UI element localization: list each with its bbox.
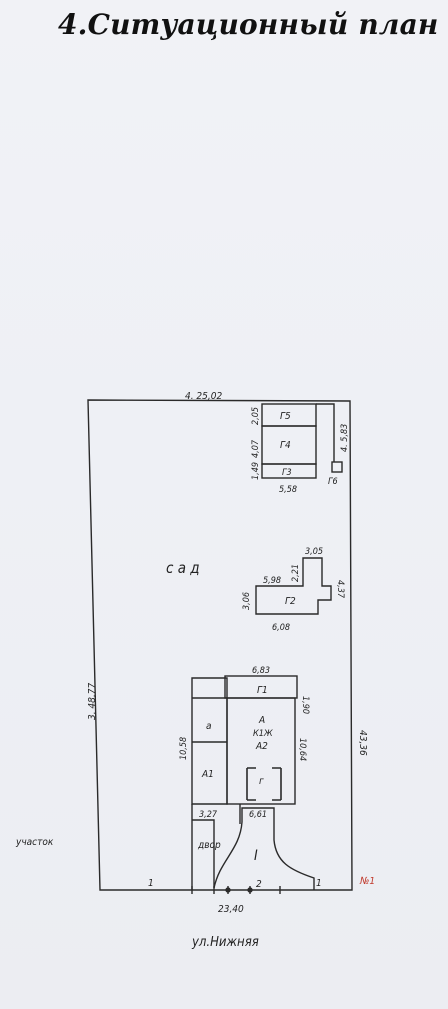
outbuilding-g6	[331, 461, 343, 473]
label-a-lower: а	[206, 721, 212, 732]
right-top-dim: 4. 5,83	[340, 424, 350, 452]
label-roman-one: I	[254, 848, 258, 864]
label-g-room: г	[259, 776, 264, 787]
dim-10-58: 10,58	[179, 737, 189, 760]
dim-5-98: 5,98	[263, 576, 281, 586]
plot-boundary	[87, 399, 353, 891]
dim-1-90: 1,90	[300, 696, 310, 714]
dim-3-06: 3,06	[242, 592, 252, 610]
bottom-mark-3: 1	[316, 878, 322, 889]
label-a2: А2	[255, 741, 268, 752]
dim-4-07: 4,07	[251, 439, 261, 458]
page-title: 4.Ситуационный план	[58, 8, 439, 41]
dim-2-21: 2,21	[291, 564, 301, 582]
dim-10-64: 10,64	[297, 738, 307, 761]
label-g4: Г4	[280, 440, 291, 451]
outbuilding-g2	[255, 557, 332, 615]
dim-6-61: 6,61	[249, 810, 267, 820]
label-g5: Г5	[280, 411, 291, 422]
street-label: ул.Нижняя	[191, 935, 259, 950]
bottom-mark-2: 2	[256, 879, 262, 890]
dim-2-05: 2,05	[251, 407, 261, 425]
dim-4-37: 4,37	[335, 580, 345, 599]
bottom-mark-1: 1	[148, 878, 154, 889]
dim-3-05: 3,05	[305, 547, 323, 557]
label-g2: Г2	[285, 596, 296, 607]
dim-5-58: 5,58	[279, 485, 297, 495]
garden-label: с а д	[166, 559, 200, 577]
point-label: №1	[359, 876, 375, 887]
label-a-upper: А	[258, 715, 265, 726]
dim-1-49: 1,49	[251, 462, 261, 480]
left-side-dim: 3. 48,77	[87, 683, 98, 720]
yard-label: двор	[197, 840, 221, 851]
dim-6-83: 6,83	[252, 666, 270, 676]
label-g1: Г1	[257, 685, 268, 696]
top-side-dim: 4. 25,02	[185, 391, 222, 402]
right-side-dim: 43,36	[357, 730, 368, 756]
house-extension-a1	[191, 677, 228, 805]
dim-6-08: 6,08	[272, 623, 290, 633]
bottom-side-dim: 23,40	[218, 904, 244, 915]
label-g3: Г3	[282, 468, 292, 478]
plot-label: участок	[15, 837, 54, 848]
yard-area	[191, 804, 315, 890]
label-k1zh: К1Ж	[253, 729, 273, 739]
label-a1: А1	[201, 769, 214, 780]
dim-3-27: 3,27	[199, 810, 218, 820]
label-g6: Г6	[328, 477, 338, 487]
outbuilding-g3	[261, 463, 317, 479]
